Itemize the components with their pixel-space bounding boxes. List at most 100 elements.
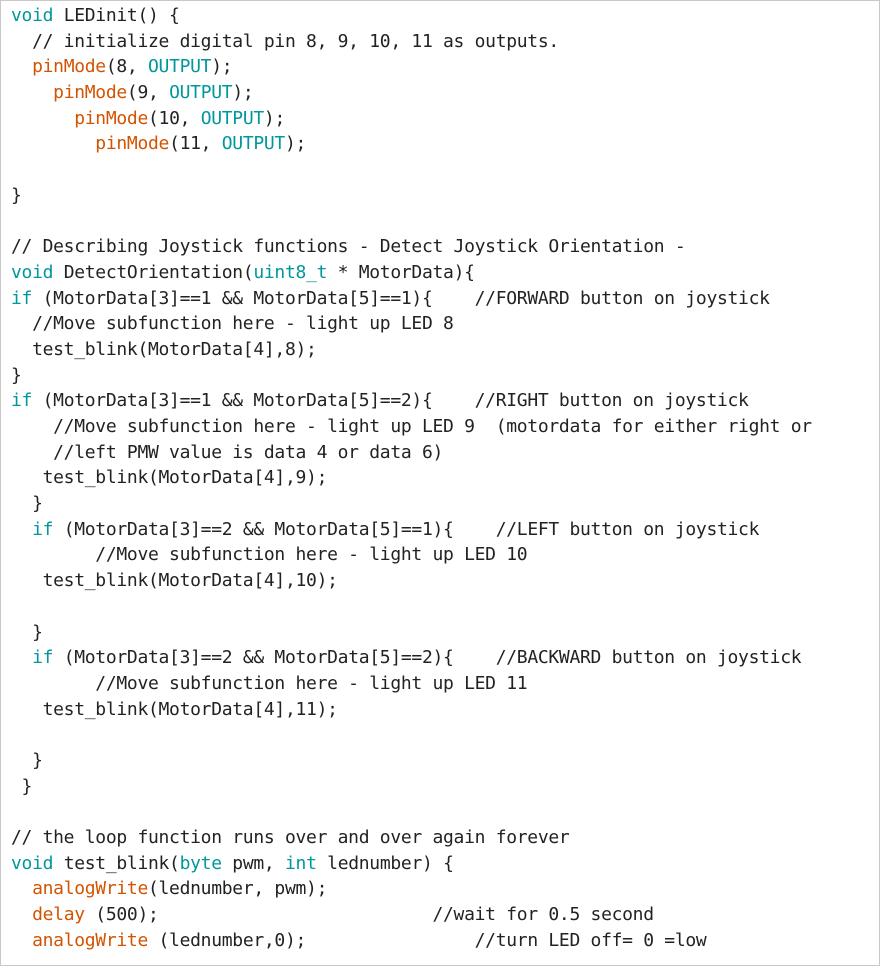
code-line: //Move subfunction here - light up LED 8 <box>11 311 812 337</box>
keyword-token: OUTPUT <box>221 133 286 155</box>
code-line: test_blink(MotorData[4],9); <box>11 465 812 491</box>
code-token: } <box>11 364 22 386</box>
code-token: test_blink(MotorData[4],11); <box>11 698 338 720</box>
code-token: ); <box>284 133 307 155</box>
code-token <box>11 519 32 540</box>
keyword-token: if <box>11 390 33 412</box>
function-token: pinMode <box>74 107 148 129</box>
code-line: if (MotorData[3]==1 && MotorData[5]==2){… <box>11 388 812 414</box>
code-line: delay (500); //wait for 0.5 second <box>11 902 812 928</box>
code-line: //Move subfunction here - light up LED 1… <box>11 542 812 568</box>
code-token <box>11 108 74 129</box>
code-line: //Move subfunction here - light up LED 9… <box>11 414 812 440</box>
code-line: if (MotorData[3]==2 && MotorData[5]==2){… <box>11 645 812 671</box>
function-token: analogWrite <box>32 929 148 951</box>
code-line: } <box>11 491 812 517</box>
code-line: pinMode(9, OUTPUT); <box>11 80 812 106</box>
function-token: pinMode <box>32 56 106 78</box>
code-line: // initialize digital pin 8, 9, 10, 11 a… <box>11 29 812 55</box>
code-token: test_blink( <box>53 852 180 874</box>
code-token: ); <box>232 82 254 104</box>
code-token: lednumber) { <box>316 852 454 874</box>
code-line: analogWrite(lednumber, pwm); <box>11 876 812 902</box>
comment-token: //Move subfunction here - light up LED 9… <box>11 416 812 437</box>
comment-token: // initialize digital pin 8, 9, 10, 11 a… <box>11 30 559 52</box>
code-token: } <box>11 621 43 643</box>
keyword-token: OUTPUT <box>200 107 265 129</box>
code-token: test_blink(MotorData[4],10); <box>11 570 338 592</box>
code-token: (MotorData[3]==2 && MotorData[5]==2){ //… <box>53 647 802 669</box>
code-token: } <box>11 749 43 771</box>
code-token <box>11 133 95 154</box>
code-token: LEDinit() { <box>53 5 180 26</box>
code-token <box>11 878 32 899</box>
code-token: (MotorData[3]==1 && MotorData[5]==1){ //… <box>32 287 770 309</box>
code-line: } <box>11 748 812 774</box>
code-token: * MotorData){ <box>327 261 475 283</box>
code-token <box>11 930 32 951</box>
code-line: } <box>11 363 812 389</box>
code-token: (10, <box>148 107 201 129</box>
code-line: if (MotorData[3]==1 && MotorData[5]==1){… <box>11 286 812 312</box>
code-line <box>11 209 812 235</box>
comment-token: //Move subfunction here - light up LED 1… <box>11 672 528 694</box>
code-token: (MotorData[3]==2 && MotorData[5]==1){ //… <box>53 518 760 540</box>
code-token: } <box>11 493 43 515</box>
function-token: pinMode <box>53 82 127 104</box>
code-token <box>11 82 53 103</box>
code-line: test_blink(MotorData[4],10); <box>11 568 812 594</box>
function-token: pinMode <box>95 133 170 155</box>
code-line: pinMode(10, OUTPUT); <box>11 106 812 132</box>
keyword-token: int <box>285 852 317 874</box>
code-line: // the loop function runs over and over … <box>11 825 812 851</box>
code-line <box>11 799 812 825</box>
function-token: delay <box>32 904 85 926</box>
code-line: void DetectOrientation(uint8_t * MotorDa… <box>11 260 812 286</box>
comment-token: // Describing Joystick functions - Detec… <box>11 236 686 258</box>
code-token: ); <box>263 107 285 129</box>
code-token: } <box>11 775 33 797</box>
keyword-token: if <box>32 647 54 669</box>
code-line: void LEDinit() { <box>11 3 812 29</box>
keyword-token: uint8_t <box>253 261 328 283</box>
code-token: (lednumber,0); //turn LED off= 0 =low <box>147 929 707 951</box>
code-line: analogWrite (lednumber,0); //turn LED of… <box>11 928 812 954</box>
code-token: ); <box>211 56 233 78</box>
keyword-token: byte <box>179 852 222 874</box>
keyword-token: OUTPUT <box>169 82 233 104</box>
keyword-token: void <box>11 5 54 26</box>
code-line: // Describing Joystick functions - Detec… <box>11 234 812 260</box>
code-line <box>11 722 812 748</box>
code-token: DetectOrientation( <box>53 261 254 283</box>
keyword-token: OUTPUT <box>148 56 212 78</box>
code-token <box>11 56 32 77</box>
comment-token: // the loop function runs over and over … <box>11 827 570 848</box>
code-line: //Move subfunction here - light up LED 1… <box>11 671 812 697</box>
code-line: //left PMW value is data 4 or data 6) <box>11 440 812 466</box>
comment-token: //left PMW value is data 4 or data 6) <box>11 441 444 463</box>
code-token: (MotorData[3]==1 && MotorData[5]==2){ //… <box>32 390 749 412</box>
code-line: test_blink(MotorData[4],11); <box>11 697 812 723</box>
code-token: (9, <box>126 82 170 104</box>
comment-token: //Move subfunction here - light up LED 8 <box>11 313 454 335</box>
code-token: } <box>11 184 22 206</box>
code-line: } <box>11 620 812 646</box>
code-line <box>11 157 812 183</box>
code-line: test_blink(MotorData[4],8); <box>11 337 812 363</box>
code-line: if (MotorData[3]==2 && MotorData[5]==1){… <box>11 517 812 543</box>
code-token <box>11 904 32 925</box>
code-token: (500); //wait for 0.5 second <box>84 904 654 926</box>
code-line: pinMode(8, OUTPUT); <box>11 54 812 80</box>
code-token <box>11 647 32 668</box>
code-listing[interactable]: void LEDinit() { // initialize digital p… <box>11 3 812 953</box>
code-token: pwm, <box>221 852 285 874</box>
code-token: (lednumber, pwm); <box>147 878 328 900</box>
code-line: } <box>11 774 812 800</box>
code-token: (11, <box>169 133 222 155</box>
code-line: pinMode(11, OUTPUT); <box>11 131 812 157</box>
keyword-token: void <box>11 852 54 874</box>
keyword-token: void <box>11 261 54 283</box>
keyword-token: if <box>11 287 33 309</box>
code-token: (8, <box>105 56 148 78</box>
